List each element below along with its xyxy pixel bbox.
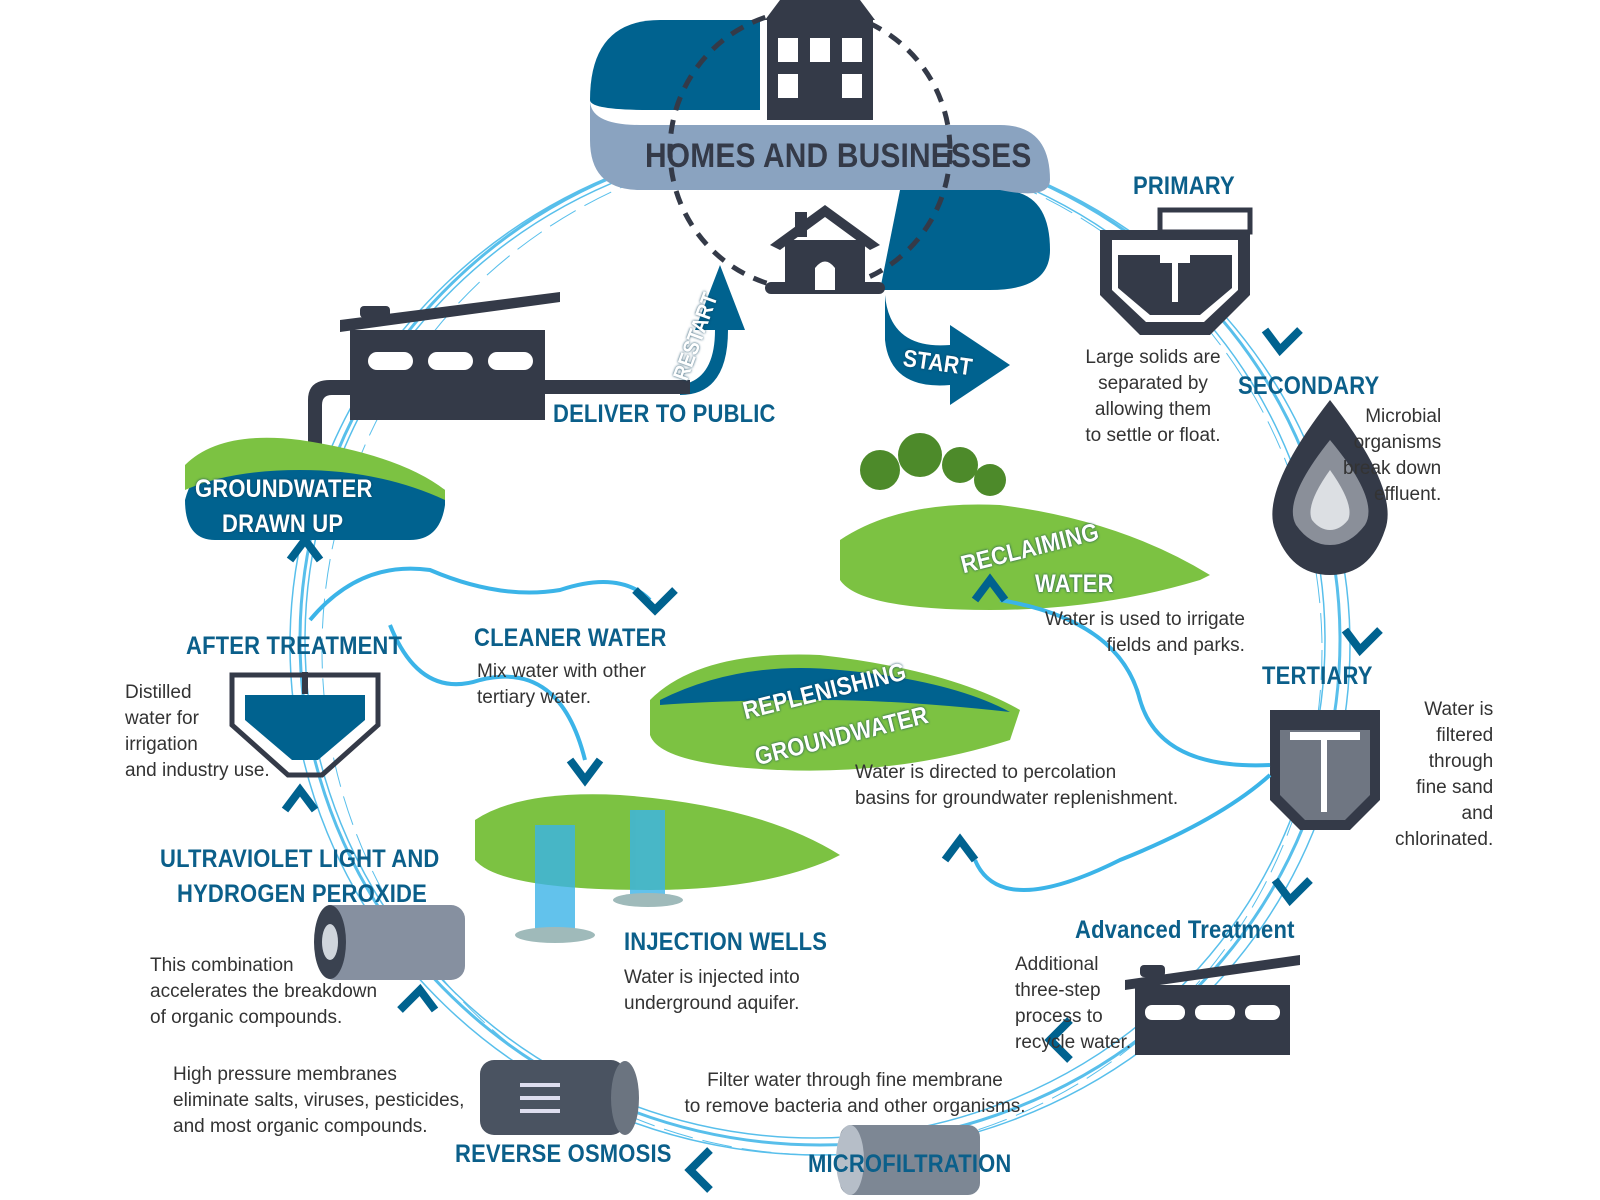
flow-arrows <box>281 327 1383 1193</box>
primary-tank-icon <box>1100 207 1253 335</box>
advanced-treatment-desc: Additional three-step process to recycle… <box>1015 954 1132 1053</box>
deliver-to-public-label: DELIVER TO PUBLIC <box>553 400 776 428</box>
secondary-desc: Microbial organisms break down effluent. <box>1343 406 1442 505</box>
tertiary-desc: Water is filtered through fine sand and … <box>1395 699 1494 850</box>
trees-icon <box>860 433 1006 496</box>
water-drop-icon <box>1272 400 1388 575</box>
injection-wells-desc: Water is injected into underground aquif… <box>624 967 800 1014</box>
uv-label-line-2: HYDROGEN PEROXIDE <box>177 880 427 908</box>
delivery-plant-icon <box>308 292 690 480</box>
injection-wells-label: INJECTION WELLS <box>624 928 828 956</box>
microfiltration-cylinder-icon <box>836 1125 980 1195</box>
primary-desc: Large solids are separated by allowing t… <box>1085 347 1221 446</box>
reverse-osmosis-desc: High pressure membranes eliminate salts,… <box>173 1064 465 1137</box>
cleaner-water-desc: Mix water with other tertiary water. <box>477 661 646 708</box>
primary-label: PRIMARY <box>1133 172 1235 200</box>
uv-desc: This combination accelerates the breakdo… <box>150 955 378 1028</box>
groundwater-hill <box>185 437 445 540</box>
uv-label-line-1: ULTRAVIOLET LIGHT AND <box>160 845 440 873</box>
advanced-treatment-label: Advanced Treatment <box>1075 916 1295 944</box>
after-treatment-desc: Distilled water for irrigation and indus… <box>125 682 270 781</box>
reverse-osmosis-label: REVERSE OSMOSIS <box>455 1140 672 1168</box>
homes-and-businesses-title: HOMES AND BUSINESSES <box>645 137 1032 175</box>
microfiltration-label: MICROFILTRATION <box>808 1150 1012 1178</box>
cleaner-water-label: CLEANER WATER <box>474 624 667 652</box>
reclaiming-hill <box>840 504 1210 610</box>
after-treatment-label: AFTER TREATMENT <box>186 632 403 660</box>
uv-cylinder-icon <box>314 905 465 980</box>
groundwater-drawn-label-1: GROUNDWATER <box>195 475 373 503</box>
house-icon <box>765 205 885 294</box>
advanced-plant-icon <box>1125 955 1300 1055</box>
replenishing-desc: Water is directed to percolation basins … <box>855 762 1179 809</box>
reclaiming-desc: Water is used to irrigate fields and par… <box>1045 609 1245 656</box>
start-arrow <box>885 295 1010 405</box>
tertiary-label: TERTIARY <box>1262 662 1373 690</box>
after-treatment-tank-icon <box>229 672 381 778</box>
injection-well-icons <box>515 810 683 943</box>
microfiltration-desc: Filter water through fine membrane to re… <box>684 1070 1026 1117</box>
replenishing-hill <box>650 654 1020 771</box>
building-icon <box>765 0 875 120</box>
flow-lines <box>308 566 1272 892</box>
tertiary-tank-icon <box>1270 710 1380 830</box>
reverse-osmosis-cylinder-icon <box>480 1060 639 1135</box>
groundwater-drawn-label-2: DRAWN UP <box>222 510 344 538</box>
secondary-label: SECONDARY <box>1238 372 1380 400</box>
reclaiming-label-2: WATER <box>1035 570 1114 598</box>
restart-arrow <box>680 265 745 395</box>
